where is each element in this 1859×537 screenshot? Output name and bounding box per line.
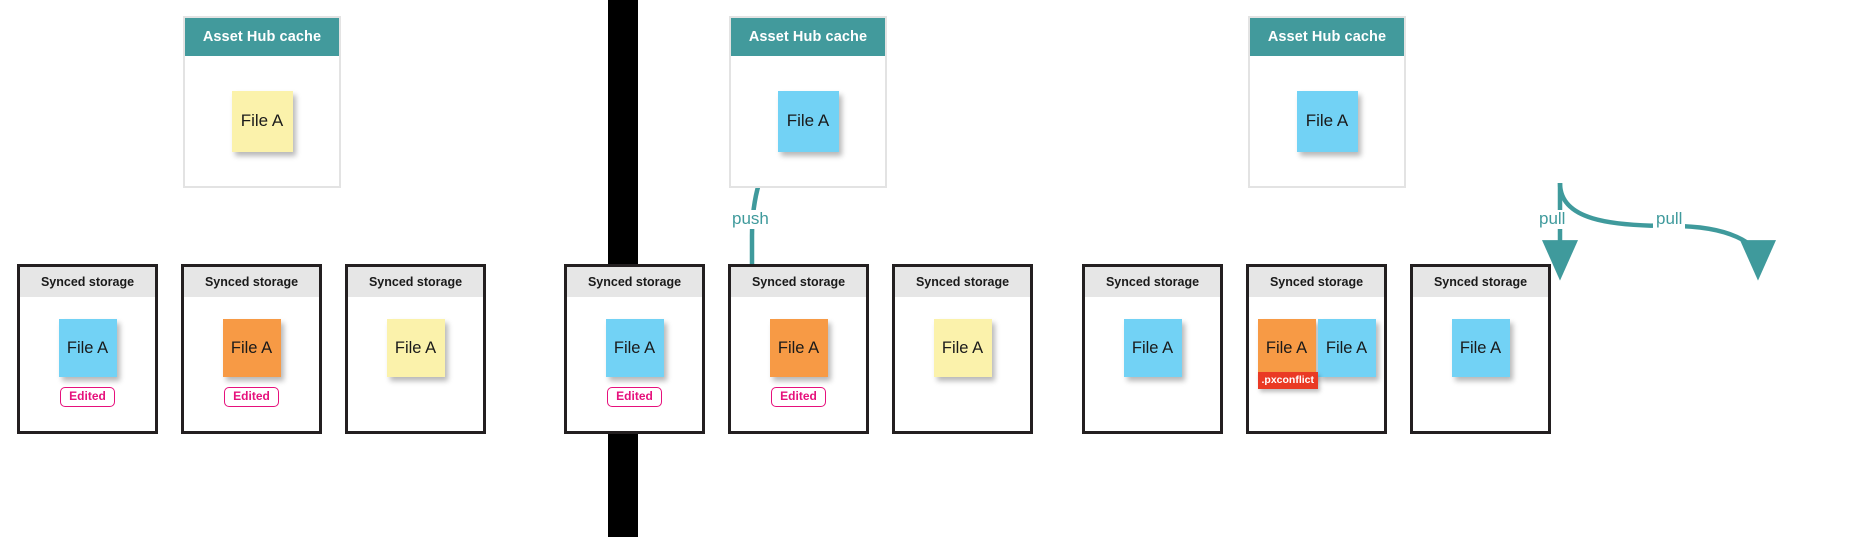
file-note-blue[interactable]: File A [1296,90,1358,152]
synced-storage-title: Synced storage [184,267,319,297]
notes-row: File A [386,319,445,377]
file-note-orange-conflict[interactable]: File A [1257,319,1316,377]
synced-storage-body: File A [1085,297,1220,431]
synced-storage-body: File A [348,297,483,431]
file-note-yellow[interactable]: File A [231,90,293,152]
notes-row: File A [1451,319,1510,377]
synced-storage-title: Synced storage [567,267,702,297]
file-note-blue[interactable]: File A [1317,319,1376,377]
file-note-blue[interactable]: File A [58,319,117,377]
synced-storage-card[interactable]: Synced storage File A Edited [181,264,322,434]
synced-storage-title: Synced storage [895,267,1030,297]
notes-row: File A .pxconflict File A [1257,319,1376,389]
file-note-orange[interactable]: File A [769,319,828,377]
synced-storage-body: File A Edited [20,297,155,431]
synced-storage-card[interactable]: Synced storage File A [1410,264,1551,434]
pull-label-left: pull [1536,209,1569,229]
push-label: push [729,209,772,229]
notes-row: File A [769,319,828,377]
synced-storage-body: File A Edited [731,297,866,431]
asset-hub-cache-body: File A [1250,56,1404,186]
synced-storage-card[interactable]: Synced storage File A [892,264,1033,434]
file-note-yellow[interactable]: File A [386,319,445,377]
conflict-note-wrapper: File A .pxconflict [1257,319,1319,389]
asset-hub-cache-card[interactable]: Asset Hub cache File A [1248,16,1406,188]
file-note-orange[interactable]: File A [222,319,281,377]
synced-storage-body: File A Edited [184,297,319,431]
asset-hub-cache-body: File A [185,56,339,186]
synced-storage-card[interactable]: Synced storage File A Edited [564,264,705,434]
asset-hub-cache-body: File A [731,56,885,186]
edited-badge: Edited [224,387,279,408]
asset-hub-cache-card[interactable]: Asset Hub cache File A [729,16,887,188]
file-note-blue[interactable]: File A [1451,319,1510,377]
synced-storage-body: File A .pxconflict File A [1249,297,1384,431]
synced-storage-body: File A [895,297,1030,431]
asset-hub-cache-title: Asset Hub cache [731,18,885,56]
synced-storage-title: Synced storage [1249,267,1384,297]
synced-storage-title: Synced storage [1413,267,1548,297]
asset-hub-cache-title: Asset Hub cache [185,18,339,56]
edited-badge: Edited [771,387,826,408]
synced-storage-body: File A [1413,297,1548,431]
notes-row: File A [58,319,117,377]
notes-row: File A [222,319,281,377]
synced-storage-title: Synced storage [731,267,866,297]
synced-storage-card[interactable]: Synced storage File A [345,264,486,434]
synced-storage-card[interactable]: Synced storage File A .pxconflict File A [1246,264,1387,434]
file-note-yellow[interactable]: File A [933,319,992,377]
synced-storage-body: File A Edited [567,297,702,431]
notes-row: File A [605,319,664,377]
edited-badge: Edited [607,387,662,408]
synced-storage-card[interactable]: Synced storage File A [1082,264,1223,434]
pull-label-right: pull [1653,209,1686,229]
notes-row: File A [1123,319,1182,377]
pxconflict-badge: .pxconflict [1257,372,1319,389]
synced-storage-title: Synced storage [348,267,483,297]
synced-storage-card[interactable]: Synced storage File A Edited [728,264,869,434]
notes-row: File A [933,319,992,377]
file-note-blue[interactable]: File A [605,319,664,377]
edited-badge: Edited [60,387,115,408]
file-note-blue[interactable]: File A [1123,319,1182,377]
file-note-blue[interactable]: File A [777,90,839,152]
asset-hub-cache-title: Asset Hub cache [1250,18,1404,56]
asset-hub-cache-card[interactable]: Asset Hub cache File A [183,16,341,188]
synced-storage-title: Synced storage [1085,267,1220,297]
synced-storage-card[interactable]: Synced storage File A Edited [17,264,158,434]
synced-storage-title: Synced storage [20,267,155,297]
